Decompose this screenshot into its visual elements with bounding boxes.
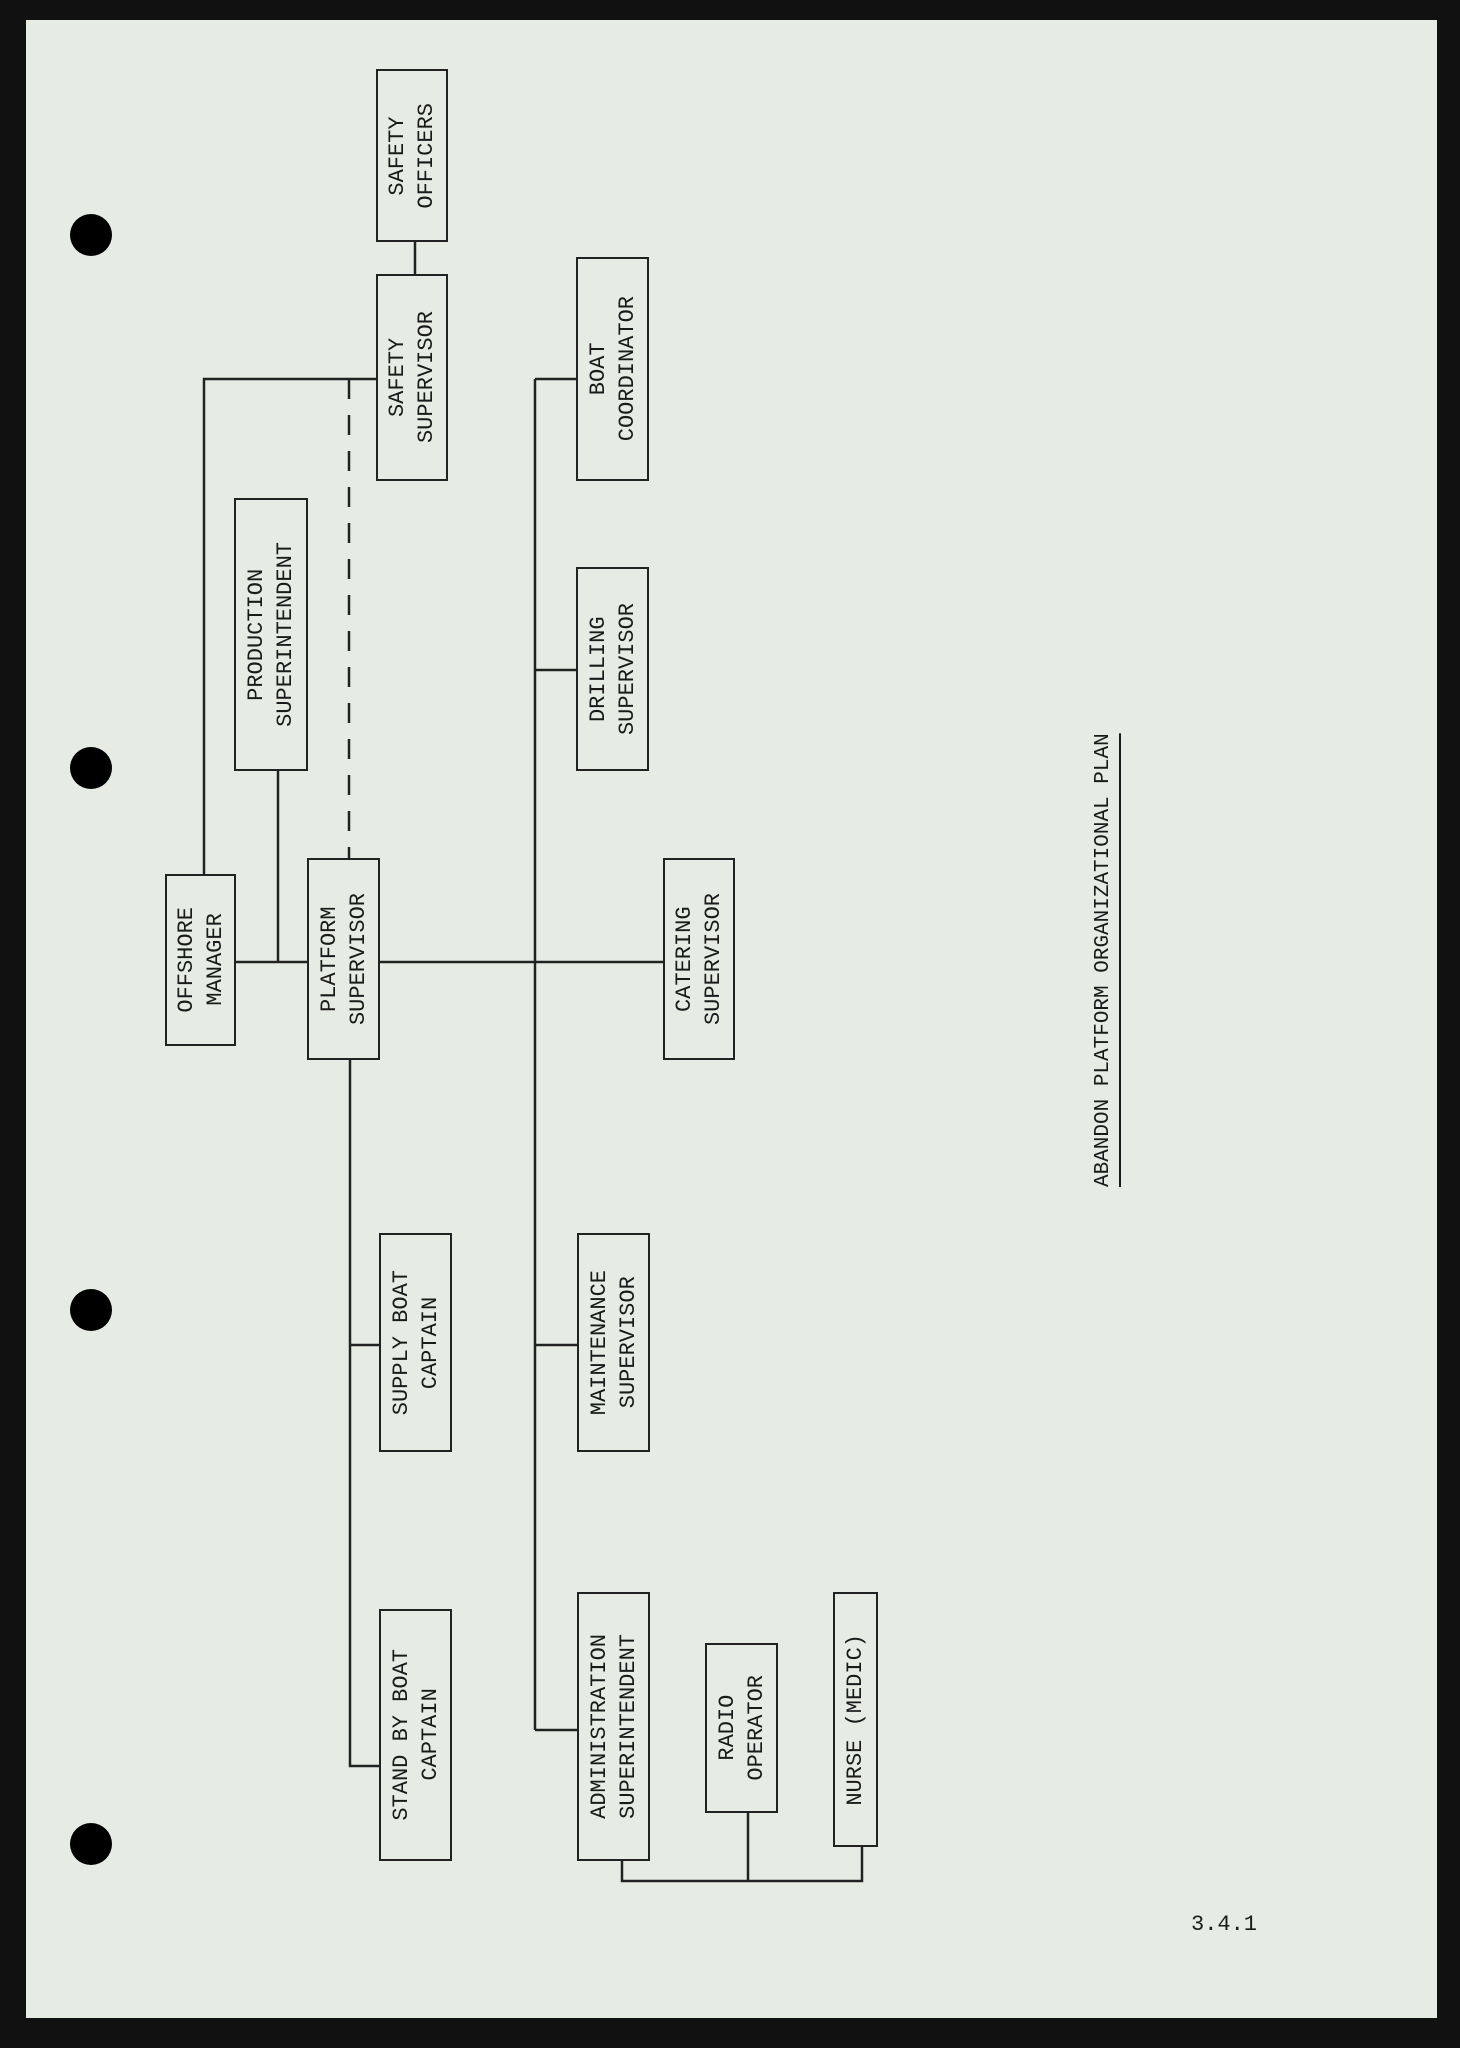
box-label: BOAT	[585, 342, 611, 396]
box-label: OFFICERS	[414, 102, 439, 209]
box-label: MAINTENANCE	[586, 1269, 612, 1416]
line-admin-bracket	[620, 1813, 864, 1883]
chart-title: ABANDON PLATFORM ORGANIZATIONAL PLAN	[1092, 733, 1115, 1187]
box-label: SAFETY	[385, 337, 410, 418]
box-label: NURSE (MEDIC)	[843, 1633, 868, 1806]
box-label: SUPERVISOR	[414, 311, 439, 444]
box-nurse-medic: NURSE (MEDIC)	[833, 1592, 878, 1847]
box-label: SUPERINTENDENT	[615, 1634, 641, 1819]
box-label: SUPERVISOR	[345, 892, 371, 1026]
box-label: DRILLING	[585, 616, 611, 722]
box-label: SUPERVISOR	[614, 602, 640, 736]
punch-hole	[70, 1823, 112, 1865]
box-label: SAFETY	[385, 115, 410, 196]
punch-hole	[70, 1289, 112, 1331]
box-label: OPERATOR	[743, 1675, 769, 1781]
box-label: SUPERVISOR	[615, 1276, 641, 1409]
box-label: STAND BY BOAT	[388, 1649, 414, 1821]
page-number: 3.4.1	[1191, 1912, 1258, 1937]
box-label: SUPERINTENDENT	[273, 542, 298, 727]
box-label: CATERING	[672, 906, 697, 1012]
box-label: SUPPLY BOAT	[388, 1269, 414, 1416]
box-label: MANAGER	[202, 913, 228, 1007]
punch-hole	[70, 747, 112, 789]
box-label: PRODUCTION	[244, 568, 269, 701]
box-label: COORDINATOR	[614, 296, 640, 442]
box-label: CAPTAIN	[417, 1688, 443, 1782]
line-platform-down	[348, 1060, 379, 1768]
line-manager-to-safety	[202, 377, 376, 874]
punch-hole	[70, 214, 112, 256]
box-label: CAPTAIN	[417, 1296, 443, 1389]
box-label: RADIO	[714, 1695, 740, 1762]
box-label: PLATFORM	[316, 906, 342, 1012]
box-label: ADMINISTRATION	[586, 1634, 612, 1819]
box-label: OFFSHORE	[173, 907, 199, 1013]
box-label: SUPERVISOR	[701, 892, 726, 1026]
